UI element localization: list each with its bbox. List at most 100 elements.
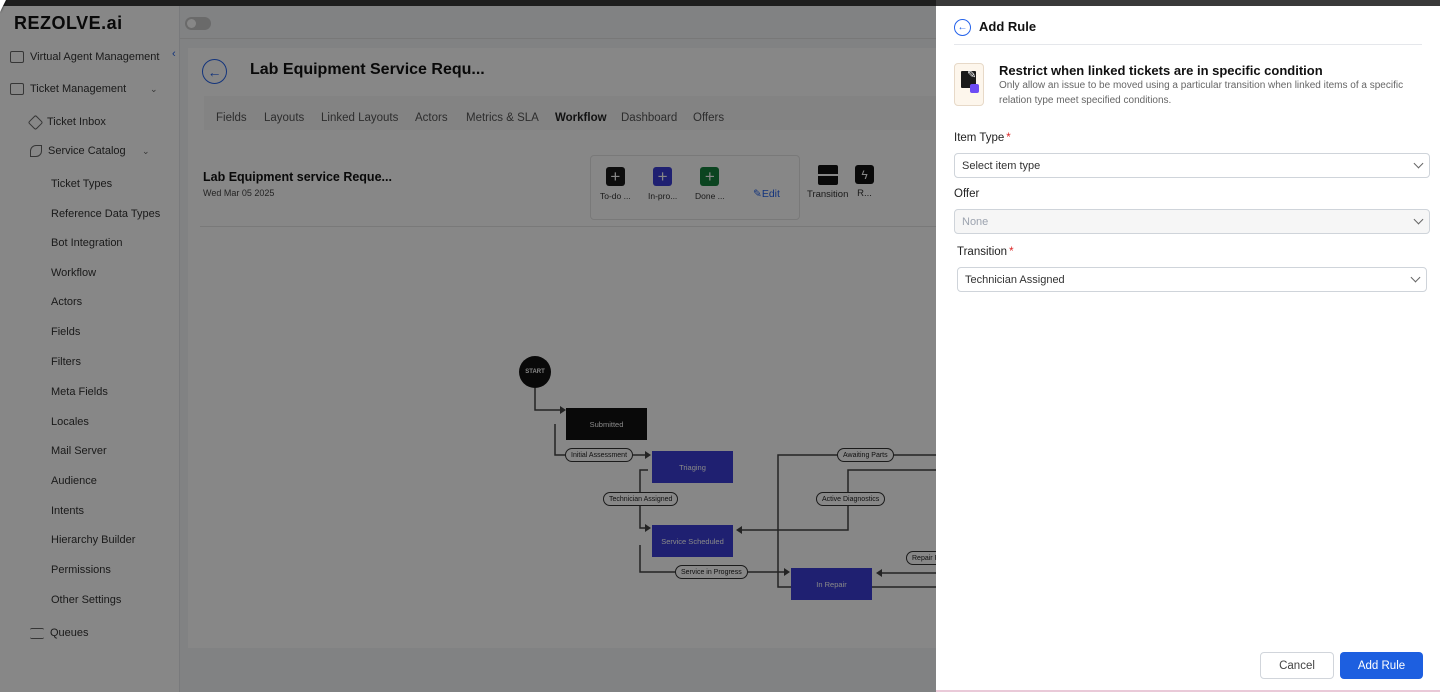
sidebar-subitem[interactable]: Filters: [51, 356, 81, 368]
transition-label[interactable]: Awaiting Parts: [837, 448, 894, 462]
plus-icon: +: [653, 167, 673, 186]
rules-button[interactable]: ϟ R...: [855, 165, 874, 199]
edit-button[interactable]: ✎Edit: [753, 188, 780, 200]
sidebar-item-label: Ticket Management: [30, 83, 127, 95]
transition-icon: [817, 165, 838, 185]
bottom-accent-bar: [936, 690, 1440, 692]
transition-field-label: Transition*: [957, 246, 1014, 258]
rule-heading: Restrict when linked tickets are in spec…: [999, 63, 1323, 78]
drawer-divider: [954, 44, 1422, 45]
sidebar-subitem[interactable]: Reference Data Types: [51, 208, 161, 220]
workflow-date: Wed Mar 05 2025: [203, 188, 275, 198]
status-button-label: In-pro...: [648, 191, 678, 201]
chevron-down-icon: [1413, 158, 1424, 169]
transition-label[interactable]: Initial Assessment: [565, 448, 634, 462]
sidebar-subitem[interactable]: Fields: [51, 326, 81, 338]
sidebar-subitem[interactable]: Workflow: [51, 267, 97, 279]
tab-offers[interactable]: Offers: [693, 112, 725, 124]
workflow-divider: [200, 226, 940, 227]
rule-type-icon: ✎: [954, 63, 984, 106]
add-inprogress-status-button[interactable]: + In-pro...: [648, 167, 677, 201]
rule-description: Only allow an issue to be moved using a …: [999, 80, 1404, 106]
sidebar-subitem[interactable]: Actors: [51, 296, 83, 308]
cancel-button[interactable]: Cancel: [1260, 652, 1334, 679]
status-button-label: Done ...: [695, 191, 725, 201]
chevron-down-icon: [1410, 272, 1421, 283]
offer-value: None: [962, 215, 989, 228]
sidebar-item-queues[interactable]: Queues: [30, 627, 89, 639]
collapse-sidebar-icon[interactable]: ‹: [172, 48, 176, 60]
modal-backdrop[interactable]: [0, 0, 936, 692]
top-strip: [0, 0, 1440, 6]
add-rule-drawer: ← Add Rule ✎ Restrict when linked ticket…: [936, 6, 1440, 692]
sidebar-subitem[interactable]: Hierarchy Builder: [51, 534, 136, 546]
edge-start-submitted: [534, 388, 563, 411]
transition-label: Transition: [807, 189, 849, 200]
theme-toggle[interactable]: [185, 17, 211, 30]
sidebar-subitem[interactable]: Meta Fields: [51, 386, 108, 398]
item-type-label: Item Type*: [954, 132, 1011, 144]
arrowhead: [645, 451, 651, 459]
arrowhead: [736, 526, 742, 534]
sidebar-item-label: Ticket Inbox: [47, 116, 106, 128]
rules-label: R...: [857, 188, 872, 199]
tab-fields[interactable]: Fields: [216, 112, 247, 124]
sidebar-subitem[interactable]: Other Settings: [51, 594, 122, 606]
tab-bar: Fields Layouts Linked Layouts Actors Met…: [204, 96, 964, 130]
logo: REZOLVE.ai: [14, 13, 123, 33]
sidebar-subitem[interactable]: Audience: [51, 475, 97, 487]
sidebar-item-virtual-agent[interactable]: Virtual Agent Management: [10, 51, 159, 63]
back-button[interactable]: ←: [202, 59, 227, 84]
wrench-icon: [30, 145, 42, 157]
sidebar-item-service-catalog[interactable]: Service Catalog ⌄: [30, 145, 180, 157]
state-node[interactable]: In Repair: [791, 568, 872, 600]
state-node[interactable]: Triaging: [652, 451, 733, 483]
add-done-status-button[interactable]: + Done ...: [695, 167, 725, 201]
tab-actors[interactable]: Actors: [415, 112, 448, 124]
tab-linked-layouts[interactable]: Linked Layouts: [321, 112, 399, 124]
arrow-left-icon: ←: [957, 22, 968, 33]
list-icon: [30, 627, 44, 639]
add-rule-button[interactable]: Add Rule: [1340, 652, 1423, 679]
tab-metrics-sla[interactable]: Metrics & SLA: [466, 112, 539, 124]
sidebar-item-ticket-management[interactable]: Ticket Management ⌄: [10, 83, 180, 95]
sidebar-item-label: Queues: [50, 627, 89, 639]
sidebar-subitem[interactable]: Mail Server: [51, 445, 107, 457]
transition-label[interactable]: Technician Assigned: [603, 492, 679, 506]
sidebar-subitem[interactable]: Permissions: [51, 564, 111, 576]
chevron-down-icon: ⌄: [150, 83, 158, 94]
transition-value: Technician Assigned: [965, 273, 1065, 286]
start-node[interactable]: START: [519, 356, 551, 388]
transition-label[interactable]: Service in Progress: [675, 565, 748, 579]
chevron-down-icon: [1413, 214, 1424, 225]
arrow-left-icon: ←: [207, 63, 222, 80]
sidebar-subitem[interactable]: Ticket Types: [51, 178, 113, 190]
required-marker: *: [1006, 132, 1011, 144]
tab-workflow[interactable]: Workflow: [555, 112, 607, 124]
status-button-label: To-do ...: [600, 191, 631, 201]
offer-select[interactable]: None: [954, 209, 1430, 234]
sidebar-subitem[interactable]: Bot Integration: [51, 237, 123, 249]
page-title: Lab Equipment Service Requ...: [250, 61, 485, 78]
add-transition-button[interactable]: Transition: [807, 165, 848, 200]
plus-icon: +: [605, 167, 625, 186]
tab-dashboard[interactable]: Dashboard: [621, 112, 678, 124]
sidebar-item-ticket-inbox[interactable]: Ticket Inbox: [27, 114, 106, 130]
transition-select[interactable]: Technician Assigned: [957, 267, 1427, 292]
state-node[interactable]: Submitted: [566, 408, 647, 440]
drawer-back-button[interactable]: ←: [954, 19, 971, 36]
robot-icon: [10, 51, 24, 63]
sidebar-item-label: Service Catalog: [48, 145, 126, 157]
offer-label: Offer: [954, 188, 980, 200]
sidebar-subitem[interactable]: Intents: [51, 505, 85, 517]
add-todo-status-button[interactable]: + To-do ...: [600, 167, 631, 201]
arrowhead: [560, 406, 566, 414]
tab-layouts[interactable]: Layouts: [264, 112, 305, 124]
workflow-name: Lab Equipment service Reque...: [203, 170, 392, 184]
transition-label-text: Transition: [957, 246, 1008, 258]
sidebar-subitem[interactable]: Locales: [51, 416, 89, 428]
drawer-title: Add Rule: [979, 19, 1037, 34]
state-node[interactable]: Service Scheduled: [652, 525, 733, 557]
item-type-select[interactable]: Select item type: [954, 153, 1430, 178]
transition-label[interactable]: Active Diagnostics: [816, 492, 886, 506]
